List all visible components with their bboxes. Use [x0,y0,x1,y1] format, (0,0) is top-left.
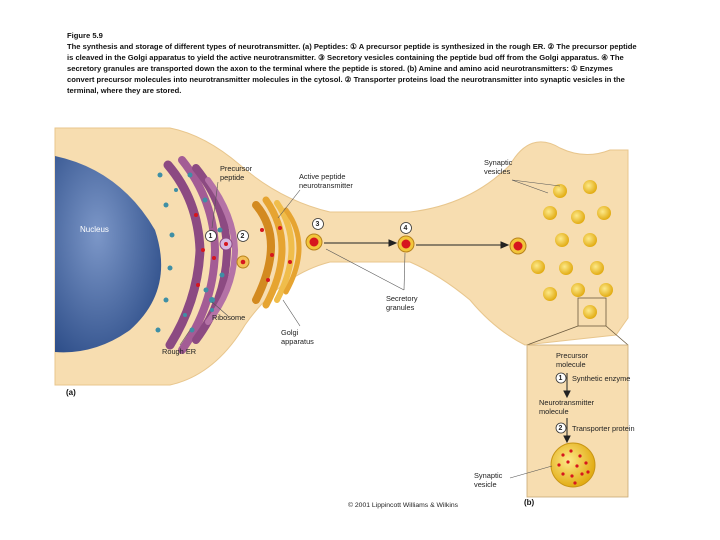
caption-title: Figure 5.9 [67,31,103,40]
golgi-label: Golgi apparatus [281,328,314,346]
step-4-marker [400,222,412,234]
step-3-marker [312,218,324,230]
caption-body: The synthesis and storage of different t… [67,42,637,95]
inset-step-1-label: 1 [558,374,563,382]
step-1-label: 1 [208,232,213,240]
nucleus [55,156,162,353]
inset-step-1-marker [555,372,567,384]
inset-step-2-label: 2 [558,424,563,432]
leader-lines [179,179,561,479]
er-peptides [194,213,216,287]
inset-step-2-marker [555,422,567,434]
panel-a-label: (a) [66,388,76,397]
ribosome [209,297,215,303]
figure-caption: Figure 5.9 The synthesis and storage of … [67,30,637,96]
step-markers [205,218,567,434]
rough-er-label: Rough ER [162,347,197,356]
synaptic-vesicles-label: Synaptic vesicles [484,158,513,176]
step-3-label: 3 [315,220,320,228]
precursor-peptide-label: Precursor peptide [220,164,253,182]
secretory-granule-terminal [509,237,527,255]
secretory-granules-label: Secretory granules [386,294,418,312]
step-4-label: 4 [403,224,408,232]
inset-arrows [563,373,571,444]
zoom-region [577,297,607,327]
active-peptide-label: Active peptide neurotransmitter [299,172,353,190]
inset-enzyme-label: Synthetic enzyme [572,374,631,383]
nucleus-label: Nucleus [80,225,109,234]
ribosomes [155,172,225,333]
transport-arrows [324,239,510,249]
inset-synaptic-vesicle-label: Synaptic vesicle [474,471,503,489]
step-2-marker [237,230,249,242]
step-1-marker [205,230,217,242]
synaptic-vesicles [531,180,613,319]
copyright: © 2001 Lippincott Williams & Wilkins [348,502,459,509]
inset-neurotransmitter-label: Neurotransmitter molecule [539,398,595,416]
ribosome-label: Ribosome [212,313,246,322]
inset-precursor-label: Precursor molecule [556,351,589,369]
inset-transporter-label: Transporter protein [572,424,635,433]
panel-b-label: (b) [524,498,535,507]
secretory-granule-3 [305,233,323,251]
step-2-label: 2 [240,232,245,240]
secretory-granule-4 [397,235,415,253]
golgi-peptides [260,226,292,282]
inset-vesicle [550,442,596,488]
